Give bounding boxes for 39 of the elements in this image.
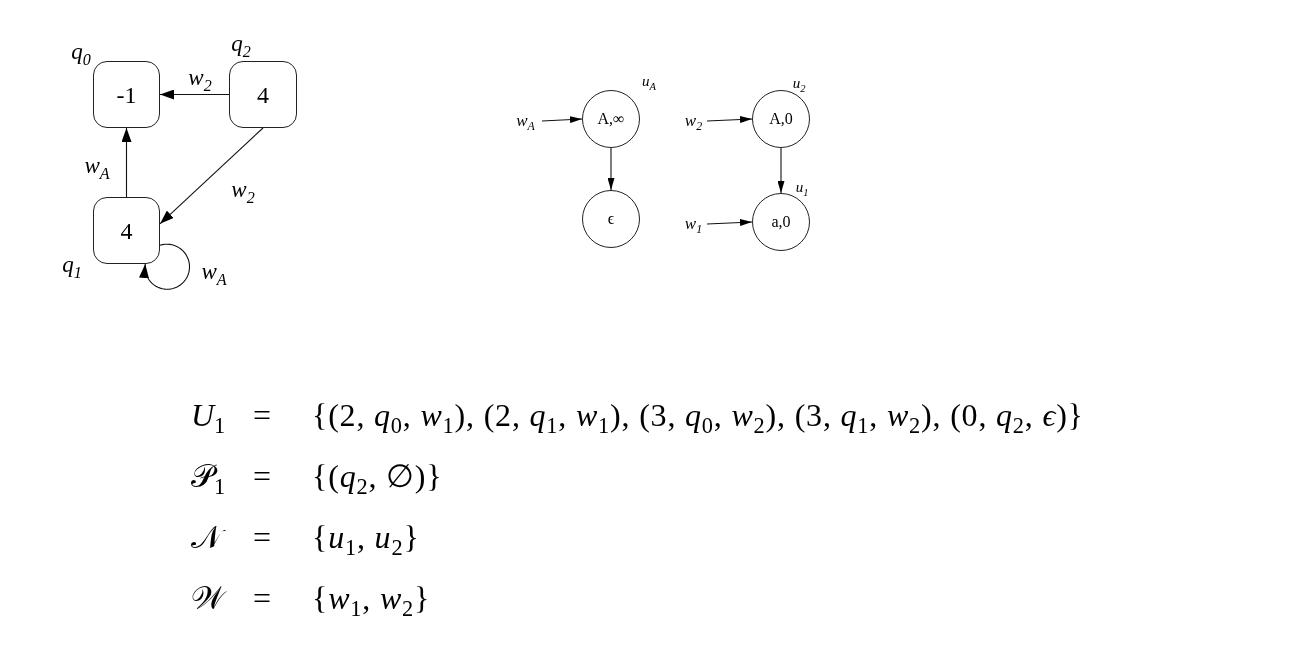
set-expression: {w$_{1}$, w$_{2}$} — [312, 578, 431, 618]
arrow — [159, 127, 264, 225]
equals-sign: = — [253, 578, 271, 618]
equals-sign: = — [253, 456, 271, 496]
arrow — [159, 89, 230, 100]
set-symbol: 𝒲 — [191, 578, 225, 618]
set-symbol: 𝒫$_{1}$ — [191, 456, 226, 496]
set-symbol: U$_{1}$ — [191, 395, 226, 435]
arrow — [777, 147, 785, 194]
state-value: A,0 — [769, 111, 793, 127]
weight-label: w$_{A}$ — [509, 108, 542, 134]
set-expression: {u$_{1}$, u$_{2}$} — [312, 517, 420, 557]
set-expression: {(2, q$_{0}$, w$_{1}$), (2, q$_{1}$, w$_{1}$), (3, q$_{0}$, w$_{2}$), (3, q$_{1}$, w$_{2}$), (0, q$_{2}$, ϵ)} — [312, 395, 1084, 435]
state-value: 4 — [120, 218, 133, 243]
state-name: q$_{0}$ — [71, 39, 91, 65]
state-value: -1 — [116, 82, 137, 107]
equals-sign: = — [253, 395, 271, 435]
arrow — [706, 116, 753, 124]
state-value: 4 — [257, 82, 269, 107]
state-box — [93, 61, 160, 128]
state-box — [229, 61, 297, 128]
state-value: A,∞ — [597, 111, 625, 127]
arrow — [541, 116, 583, 124]
state-box — [93, 197, 160, 264]
equals-sign: = — [253, 517, 271, 557]
state-name: q$_{1}$ — [62, 252, 82, 278]
weight-label: w$_{1}$ — [680, 211, 707, 237]
set-expression: {(q$_{2}$, ∅)} — [312, 456, 443, 496]
arrow — [121, 127, 132, 198]
state-name: q$_{2}$ — [231, 31, 251, 57]
state-name: u$_{1}$ — [795, 178, 809, 196]
weight-label: w$_{2}$ — [680, 108, 707, 134]
state-value: ϵ — [607, 211, 615, 227]
arrow — [139, 243, 191, 290]
state-value: a,0 — [771, 214, 791, 230]
state-name: u$_{2}$ — [792, 74, 806, 92]
arrow — [607, 147, 615, 191]
arrow — [706, 219, 753, 227]
state-name: u$_{A}$ — [642, 72, 656, 90]
